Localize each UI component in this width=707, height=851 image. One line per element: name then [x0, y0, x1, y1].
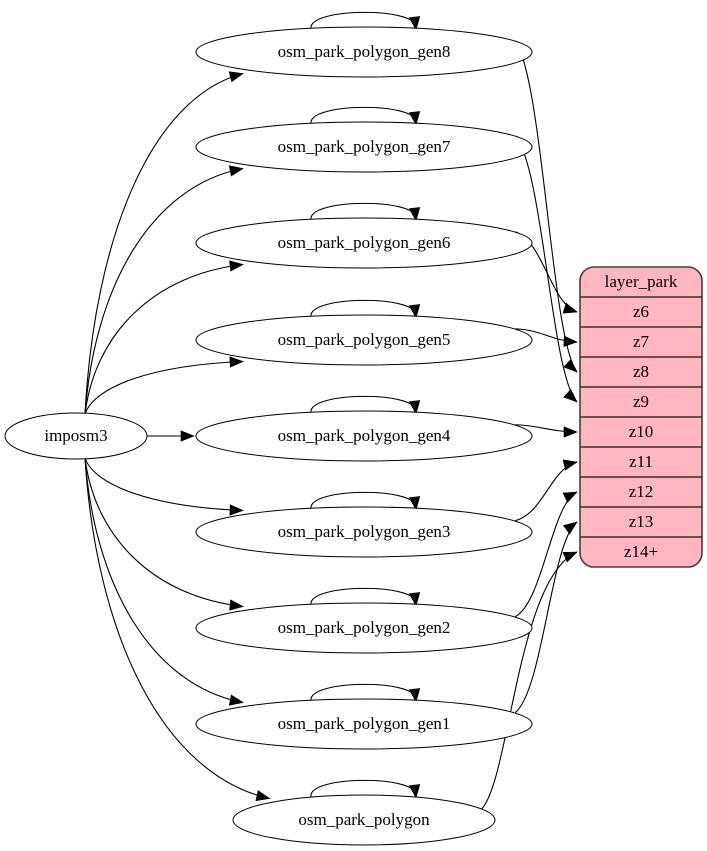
arrowhead-self-loop-gen1: [408, 688, 421, 703]
node-gen1-shape[interactable]: [195, 698, 533, 750]
node-base-shape[interactable]: [232, 794, 496, 846]
node-gen5-shape[interactable]: [195, 314, 533, 366]
node-gen2[interactable]: osm_park_polygon_gen2: [195, 602, 533, 654]
table-row-z11[interactable]: z11: [629, 452, 653, 471]
node-gen4-label: osm_park_polygon_gen4: [278, 426, 451, 445]
arrowhead-imposm3-to-gen8: [228, 71, 244, 83]
node-gen7-shape[interactable]: [195, 121, 533, 173]
edge-imposm3-to-gen8: [84, 72, 244, 415]
node-base[interactable]: osm_park_polygon: [232, 794, 496, 846]
node-gen6-label: osm_park_polygon_gen6: [278, 233, 451, 252]
table-row-z12[interactable]: z12: [629, 482, 654, 501]
arrowhead-self-loop-gen5: [408, 304, 421, 319]
arrowhead-self-loop-gen2: [408, 592, 421, 607]
node-gen5-label: osm_park_polygon_gen5: [278, 330, 451, 349]
node-imposm3-label: imposm3: [44, 426, 107, 445]
node-gen3-label: osm_park_polygon_gen3: [278, 522, 451, 541]
edge-imposm3-to-gen1: [84, 457, 244, 704]
table-row-z13[interactable]: z13: [629, 512, 654, 531]
table-row-z9[interactable]: z9: [633, 392, 649, 411]
arrowhead-gen6-to-z6: [562, 302, 578, 314]
arrowhead-imposm3-to-gen5: [229, 356, 244, 368]
table-row-z14+[interactable]: z14+: [624, 542, 658, 561]
arrowhead-base-to-z14+: [562, 551, 578, 563]
edge-imposm3-to-gen5: [84, 360, 244, 415]
arrowhead-self-loop-gen3: [408, 496, 421, 511]
table-row-z7[interactable]: z7: [633, 332, 650, 351]
edge-imposm3-to-gen6: [84, 263, 244, 415]
node-layer: imposm3 osm_park_polygon_gen8 osm_park_pol…: [4, 26, 533, 846]
table-row-z8[interactable]: z8: [633, 362, 649, 381]
arrowhead-imposm3-to-gen2: [229, 599, 244, 611]
node-gen8[interactable]: osm_park_polygon_gen8: [195, 26, 533, 78]
node-gen3[interactable]: osm_park_polygon_gen3: [195, 506, 533, 558]
edge-gen3-to-z11: [515, 461, 578, 522]
node-base-label: osm_park_polygon: [298, 810, 430, 829]
node-gen6[interactable]: osm_park_polygon_gen6: [195, 217, 533, 269]
arrowhead-gen7-to-z9: [563, 388, 578, 403]
arrowhead-gen3-to-z11: [562, 459, 578, 471]
node-imposm3[interactable]: imposm3: [4, 412, 148, 460]
arrowhead-imposm3-to-base: [255, 790, 271, 802]
table-layer: layer_park z6 z7 z8 z9 z10 z11 z12 z13 z14+: [579, 266, 703, 568]
node-gen8-shape[interactable]: [195, 26, 533, 78]
node-gen5[interactable]: osm_park_polygon_gen5: [195, 314, 533, 366]
node-gen2-shape[interactable]: [195, 602, 533, 654]
self-loop-layer: [310, 11, 421, 799]
edge-base-to-z14+: [481, 551, 578, 810]
arrowhead-gen1-to-z13: [562, 521, 578, 535]
table-row-z10[interactable]: z10: [629, 422, 654, 441]
node-gen1[interactable]: osm_park_polygon_gen1: [195, 698, 533, 750]
node-gen2-label: osm_park_polygon_gen2: [278, 618, 451, 637]
node-gen7[interactable]: osm_park_polygon_gen7: [195, 121, 533, 173]
edge-imposm3-to-base: [84, 457, 270, 800]
node-gen1-label: osm_park_polygon_gen1: [278, 714, 451, 733]
edge-imposm3-to-gen7: [84, 167, 244, 415]
arrowhead-gen4-to-z10: [563, 426, 578, 438]
edge-gen1-to-z13: [514, 521, 578, 714]
node-gen3-shape[interactable]: [195, 506, 533, 558]
edge-gen7-to-z9: [514, 135, 578, 403]
arrowhead-imposm3-to-gen6: [229, 260, 244, 272]
node-gen6-shape[interactable]: [195, 217, 533, 269]
edge-imposm3-to-gen2: [84, 457, 244, 608]
arrowhead-self-loop-gen8: [408, 16, 421, 31]
edge-layer: [84, 40, 578, 810]
arrowhead-imposm3-to-gen1: [228, 694, 244, 706]
edge-gen8-to-z8: [514, 40, 578, 373]
arrowhead-imposm3-to-gen7: [228, 165, 244, 177]
arrowhead-self-loop-gen7: [408, 111, 421, 126]
arrowhead-self-loop-base: [408, 784, 421, 799]
arrowhead-imposm3-to-gen4: [180, 430, 195, 442]
node-gen8-label: osm_park_polygon_gen8: [278, 42, 451, 61]
edge-imposm3-to-gen3: [84, 457, 244, 512]
arrowhead-self-loop-gen4: [408, 400, 421, 415]
node-gen4[interactable]: osm_park_polygon_gen4: [195, 410, 533, 462]
arrowhead-imposm3-to-gen3: [229, 504, 244, 516]
node-gen7-label: osm_park_polygon_gen7: [278, 137, 451, 156]
table-header-label: layer_park: [605, 272, 678, 291]
node-imposm3-shape[interactable]: [4, 412, 148, 460]
node-gen4-shape[interactable]: [195, 410, 533, 462]
table-row-z6[interactable]: z6: [633, 302, 649, 321]
arrowhead-gen5-to-z7: [563, 335, 578, 347]
arrowhead-gen8-to-z8: [563, 358, 578, 373]
arrowhead-self-loop-gen6: [408, 207, 421, 222]
layer-park-table[interactable]: layer_park z6 z7 z8 z9 z10 z11 z12 z13 z14+: [579, 266, 703, 568]
arrowhead-gen2-to-z12: [562, 491, 578, 503]
